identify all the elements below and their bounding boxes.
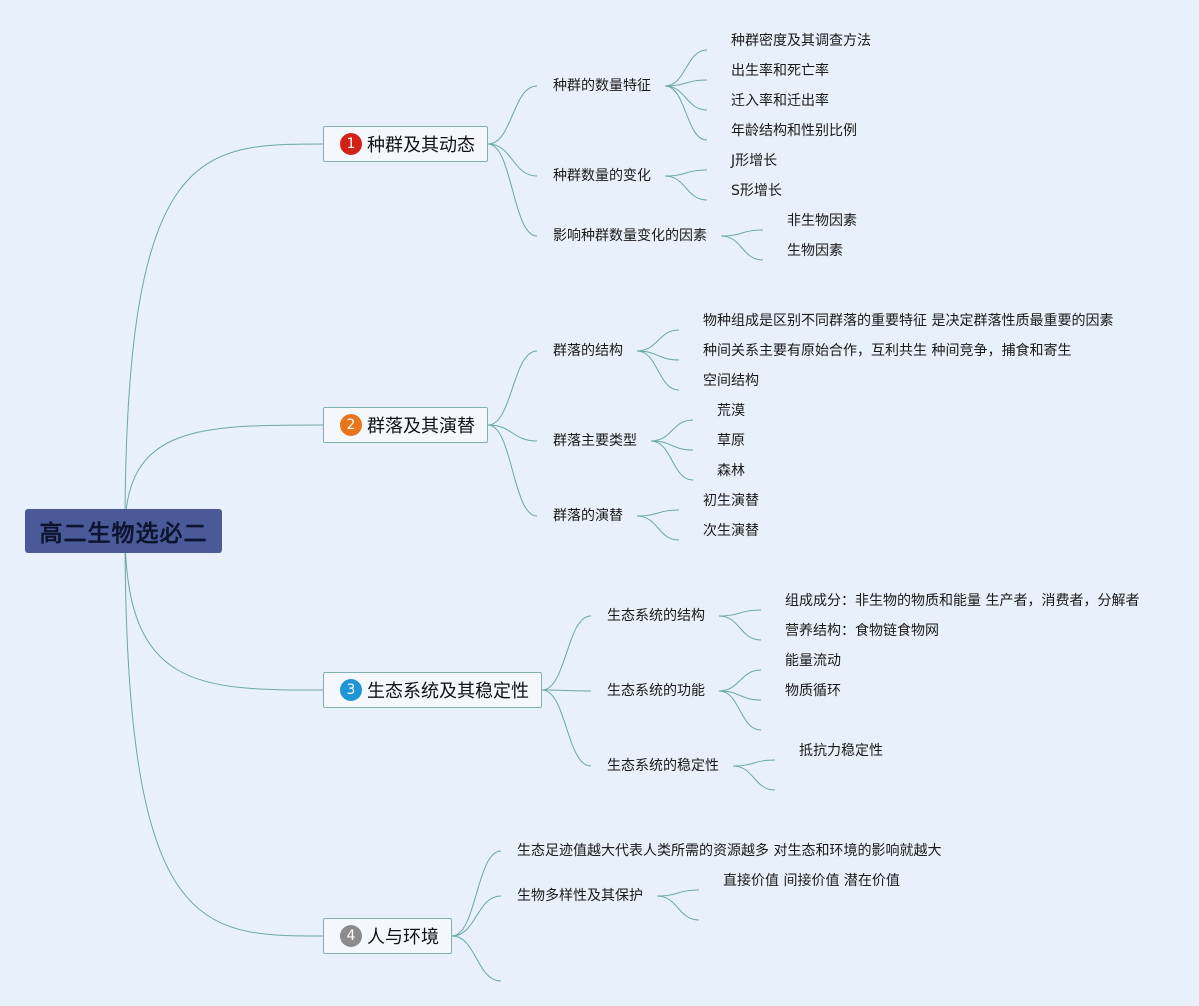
sub-branch-line [451, 895, 502, 937]
number-badge-icon: 4 [340, 925, 362, 947]
leaf-topic-label[interactable]: 能量流动 [785, 653, 841, 669]
root-branch-line [124, 143, 324, 532]
sub-topic-label[interactable]: 生态系统的结构 [607, 608, 705, 624]
leaf-branch-line [636, 509, 680, 517]
leaf-topic-label[interactable]: 出生率和死亡率 [731, 63, 829, 79]
sub-branch-line [487, 143, 538, 237]
sub-branch-line [541, 615, 592, 691]
leaf-branch-line [664, 49, 708, 87]
sub-branch-line [451, 935, 502, 982]
sub-branch-line [487, 350, 538, 426]
sub-topic-label[interactable]: 种群的数量特征 [553, 78, 651, 94]
leaf-topic-label[interactable]: 抵抗力稳定性 [799, 743, 883, 759]
leaf-topic-label[interactable]: 种群密度及其调查方法 [731, 33, 871, 49]
sub-topic-label[interactable]: 群落主要类型 [553, 433, 637, 449]
number-badge-icon: 3 [340, 679, 362, 701]
leaf-branch-line [718, 609, 762, 617]
leaf-branch-line [664, 85, 708, 111]
leaf-branch-line [732, 765, 776, 791]
leaf-topic-label[interactable]: 空间结构 [703, 373, 759, 389]
leaf-topic-label[interactable]: 非生物因素 [787, 213, 857, 229]
sub-branch-line [541, 689, 592, 692]
sub-branch-line [451, 850, 502, 937]
root-branch-line [124, 530, 324, 691]
leaf-topic-label[interactable]: 生物因素 [787, 243, 843, 259]
sub-topic-label[interactable]: 生物多样性及其保护 [517, 888, 643, 904]
leaf-topic-label[interactable]: J形增长 [731, 153, 778, 169]
main-topic-label: 群落及其演替 [367, 416, 475, 437]
main-topic-label: 生态系统及其稳定性 [367, 681, 529, 702]
leaf-branch-line [732, 759, 776, 767]
sub-topic-label[interactable]: 生态系统的稳定性 [607, 758, 719, 774]
sub-branch-line [487, 143, 538, 177]
root-branch-line [124, 424, 324, 532]
sub-branch-line [487, 85, 538, 145]
leaf-topic-label[interactable]: 荒漠 [717, 403, 745, 419]
leaf-branch-line [656, 889, 700, 897]
root-topic[interactable]: 高二生物选必二 [25, 509, 222, 553]
sub-topic-label[interactable]: 群落的结构 [553, 343, 623, 359]
sub-branch-line [487, 424, 538, 517]
number-badge-icon: 1 [340, 133, 362, 155]
leaf-branch-line [636, 350, 680, 391]
leaf-topic-label[interactable]: 迁入率和迁出率 [731, 93, 829, 109]
leaf-branch-line [636, 515, 680, 541]
leaf-topic-label[interactable]: 组成成分：非生物的物质和能量 生产者，消费者，分解者 [785, 593, 1140, 609]
leaf-topic-label[interactable]: 草原 [717, 433, 745, 449]
leaf-branch-line [664, 175, 708, 201]
root-branch-line [124, 530, 324, 937]
leaf-branch-line [720, 235, 764, 261]
number-badge-icon: 2 [340, 414, 362, 436]
leaf-topic-label[interactable]: 营养结构：食物链食物网 [785, 623, 939, 639]
leaf-topic-label[interactable]: 年龄结构和性别比例 [731, 123, 857, 139]
sub-topic-label[interactable]: 生态系统的功能 [607, 683, 705, 699]
sub-topic-label[interactable]: 影响种群数量变化的因素 [553, 228, 707, 244]
leaf-branch-line [664, 79, 708, 87]
sub-topic-label[interactable]: 群落的演替 [553, 508, 623, 524]
leaf-topic-label[interactable]: 次生演替 [703, 523, 759, 539]
leaf-branch-line [656, 895, 700, 921]
leaf-topic-label[interactable]: 物种组成是区别不同群落的重要特征 是决定群落性质最重要的因素 [703, 313, 1114, 329]
leaf-branch-line [664, 85, 708, 141]
main-topic-label: 人与环境 [367, 927, 439, 948]
sub-topic-label[interactable]: 生态足迹值越大代表人类所需的资源越多 对生态和环境的影响就越大 [517, 843, 942, 859]
leaf-topic-label[interactable]: 直接价值 间接价值 潜在价值 [723, 873, 900, 889]
leaf-topic-label[interactable]: 物质循环 [785, 683, 841, 699]
leaf-topic-label[interactable]: 森林 [717, 463, 745, 479]
sub-branch-line [541, 689, 592, 767]
leaf-branch-line [718, 669, 762, 692]
sub-branch-line [487, 424, 538, 442]
root-topic-label: 高二生物选必二 [39, 521, 208, 547]
sub-topic-label[interactable]: 种群数量的变化 [553, 168, 651, 184]
main-topic-label: 种群及其动态 [367, 135, 475, 156]
leaf-branch-line [650, 440, 694, 481]
leaf-branch-line [650, 419, 694, 442]
leaf-branch-line [720, 229, 764, 237]
leaf-topic-label[interactable]: S形增长 [731, 183, 782, 199]
leaf-topic-label[interactable]: 种间关系主要有原始合作，互利共生 种间竞争，捕食和寄生 [703, 343, 1072, 359]
leaf-branch-line [718, 615, 762, 641]
leaf-branch-line [636, 329, 680, 352]
leaf-branch-line [718, 690, 762, 731]
leaf-topic-label[interactable]: 初生演替 [703, 493, 759, 509]
leaf-branch-line [664, 169, 708, 177]
